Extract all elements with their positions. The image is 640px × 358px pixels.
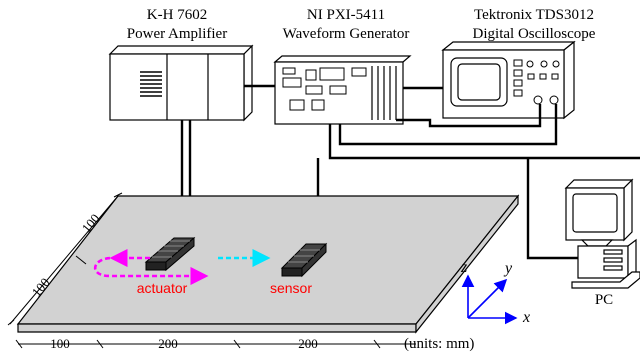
amplifier-type: Power Amplifier (127, 26, 227, 42)
sensor-label: sensor (270, 280, 312, 296)
pc-label: PC (595, 292, 613, 308)
dim-bottom-1: 100 (50, 336, 70, 351)
units-label: (units: mm) (404, 336, 474, 352)
oscilloscope (441, 40, 576, 120)
generator-connector-icon (371, 66, 397, 120)
axis-z-label: z (460, 259, 468, 276)
actuator-label: actuator (137, 280, 188, 296)
waveform-generator (273, 55, 412, 125)
generator-chip-icons (282, 67, 367, 111)
amplifier-label: K-H 7602 Power Amplifier (127, 7, 227, 42)
dimension-lines (7, 192, 416, 349)
power-amplifier (108, 44, 254, 122)
amplifier-vent-icon (140, 71, 162, 97)
amplifier-model: K-H 7602 (147, 7, 207, 23)
generator-label: NI PXI-5411 Waveform Generator (283, 7, 410, 42)
generator-type: Waveform Generator (283, 26, 410, 42)
axis-x-label: x (522, 309, 530, 326)
actuator-transducer (144, 236, 196, 272)
coordinate-axes (461, 274, 518, 325)
cables (180, 84, 640, 260)
actuator-wave-arrows (93, 248, 209, 286)
oscilloscope-model: Tektronix TDS3012 (474, 7, 594, 23)
pc-computer-icon (564, 178, 640, 289)
oscilloscope-type: Digital Oscilloscope (473, 26, 596, 42)
dim-bottom-2: 200 (158, 336, 178, 351)
oscilloscope-knob-icons (513, 59, 560, 105)
axis-y-label: y (503, 260, 513, 277)
oscilloscope-label: Tektronix TDS3012 Digital Oscilloscope (473, 7, 596, 42)
generator-model: NI PXI-5411 (307, 7, 385, 23)
dim-bottom-3: 200 (298, 336, 318, 351)
sensor-transducer (280, 242, 328, 278)
